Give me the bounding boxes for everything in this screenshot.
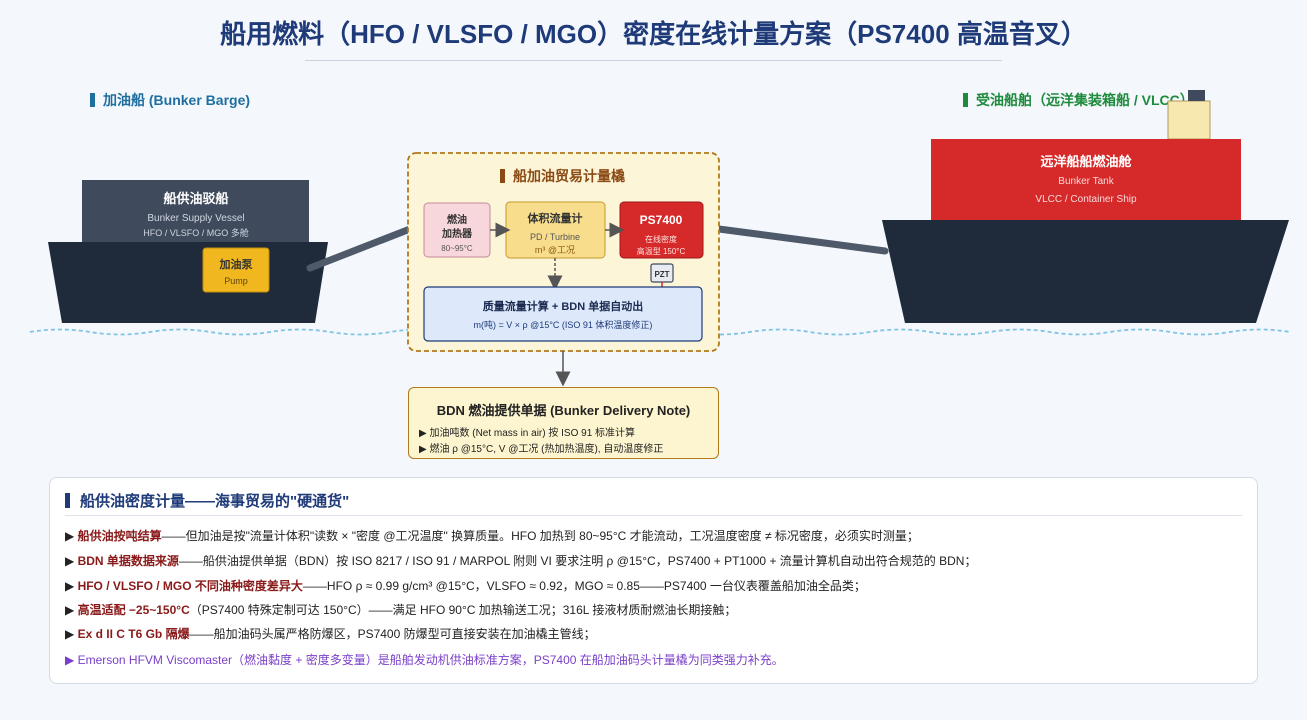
flowmeter-subtitle: PD / Turbine [530, 232, 580, 242]
ship-bridge [1167, 100, 1211, 140]
ps7400-sub1: 在线密度 [645, 234, 677, 244]
metering-skid-title: 船加油贸易计量橇 [500, 166, 625, 186]
supply-hose [306, 225, 414, 272]
label-marker [963, 93, 968, 107]
info-title-text: 船供油密度计量——海事贸易的"硬通货" [80, 493, 350, 510]
bullet-text: ——但加油是按"流量计体积"读数 × "密度 @工况温度" 换算质量。HFO 加… [161, 529, 919, 543]
title-divider [305, 60, 1002, 61]
info-panel [49, 477, 1258, 684]
bullet-text: ——HFO ρ ≈ 0.99 g/cm³ @15°C，VLSFO ≈ 0.92，… [302, 579, 866, 593]
bdn-line-2: ▶ 燃油 ρ @15°C, V @工况 (热加热温度), 自动温度修正 [419, 444, 664, 455]
receiving-ship-label-text: 受油船舶（远洋集装箱船 / VLCC） [976, 92, 1194, 108]
label-marker [65, 493, 70, 508]
flowmeter-title: 体积流量计 [528, 211, 583, 225]
info-bullet: ▶ 船供油按吨结算——但加油是按"流量计体积"读数 × "密度 @工况温度" 换… [65, 529, 919, 543]
info-bullet: ▶ BDN 单据数据来源——船供油提供单据（BDN）按 ISO 8217 / I… [65, 554, 977, 568]
info-bullet: ▶ Ex d II C T6 Gb 隔爆——船加油码头属严格防爆区，PS7400… [65, 627, 596, 641]
bunker-barge-label-text: 加油船 (Bunker Barge) [103, 92, 251, 108]
bullet-key: BDN 单据数据来源 [77, 554, 179, 568]
bullet-text: ——船加油码头属严格防爆区，PS7400 防爆型可直接安装在加油橇主管线； [189, 627, 596, 641]
metering-skid-title-text: 船加油贸易计量橇 [513, 168, 625, 184]
bunkering-diagram: 船供油驳船 Bunker Supply Vessel HFO / VLSFO /… [29, 90, 1291, 387]
ps7400-sub2: 高温型 150°C [637, 246, 686, 256]
heater-line2: 加热器 [441, 227, 473, 240]
ship-funnel [1188, 90, 1205, 101]
pump-subtitle: Pump [224, 276, 248, 286]
pzt-label: PZT [654, 270, 669, 279]
barge-subtitle: Bunker Supply Vessel [147, 213, 244, 224]
bdn-box: BDN 燃油提供单据 (Bunker Delivery Note) ▶ 加油吨数… [408, 387, 719, 459]
barge-deckhouse [82, 180, 309, 244]
bdn-line-1: ▶ 加油吨数 (Net mass in air) 按 ISO 91 标准计算 [419, 428, 636, 439]
ship-hull [882, 220, 1289, 323]
label-marker [90, 93, 95, 107]
info-bullet: ▶ HFO / VLSFO / MGO 不同油种密度差异大——HFO ρ ≈ 0… [65, 579, 866, 593]
ps7400-title: PS7400 [640, 213, 683, 227]
bullet-key: HFO / VLSFO / MGO 不同油种密度差异大 [77, 579, 303, 593]
info-footnote: ▶ Emerson HFVM Viscomaster（燃油黏度 + 密度多变量）… [65, 653, 784, 667]
ship-bunker-tank [931, 139, 1241, 221]
bullet-key: 船供油按吨结算 [77, 529, 162, 543]
info-bullet: ▶ 高温适配 −25~150°C（PS7400 特殊定制可达 150°C）——满… [65, 603, 737, 617]
pump-title: 加油泵 [219, 257, 253, 271]
bullet-text: （PS7400 特殊定制可达 150°C）——满足 HFO 90°C 加热输送工… [189, 603, 737, 617]
flowmeter-unit: m³ @工况 [535, 245, 575, 255]
label-marker [500, 169, 505, 183]
bunker-barge-label: 加油船 (Bunker Barge) [90, 90, 250, 110]
bullet-text: ——船供油提供单据（BDN）按 ISO 8217 / ISO 91 / MARP… [178, 554, 977, 568]
info-divider [65, 515, 1242, 516]
heater-temp: 80~95°C [441, 244, 473, 253]
barge-title: 船供油驳船 [163, 191, 228, 206]
receiving-ship-label: 受油船舶（远洋集装箱船 / VLCC） [963, 90, 1194, 110]
delivery-hose [715, 225, 889, 255]
pump-box [202, 247, 270, 293]
calc-formula: m(吨) = V × ρ @15°C (ISO 91 体积温度修正) [474, 319, 653, 330]
barge-tanks: HFO / VLSFO / MGO 多舱 [143, 227, 249, 238]
barge-hull [48, 242, 328, 323]
ship-types: VLCC / Container Ship [1035, 194, 1137, 205]
ship-subtitle: Bunker Tank [1058, 176, 1114, 187]
heater-line1: 燃油 [447, 213, 467, 226]
page-title: 船用燃料（HFO / VLSFO / MGO）密度在线计量方案（PS7400 高… [220, 19, 1087, 49]
bullet-key: 高温适配 −25~150°C [77, 603, 190, 617]
calc-title: 质量流量计算 + BDN 单据自动出 [483, 299, 643, 313]
info-title: 船供油密度计量——海事贸易的"硬通货" [65, 490, 349, 511]
calc-box [423, 286, 703, 342]
ship-title: 远洋船船燃油舱 [1040, 154, 1132, 169]
bdn-title: BDN 燃油提供单据 (Bunker Delivery Note) [436, 403, 691, 418]
bullet-key: Ex d II C T6 Gb 隔爆 [77, 627, 190, 641]
